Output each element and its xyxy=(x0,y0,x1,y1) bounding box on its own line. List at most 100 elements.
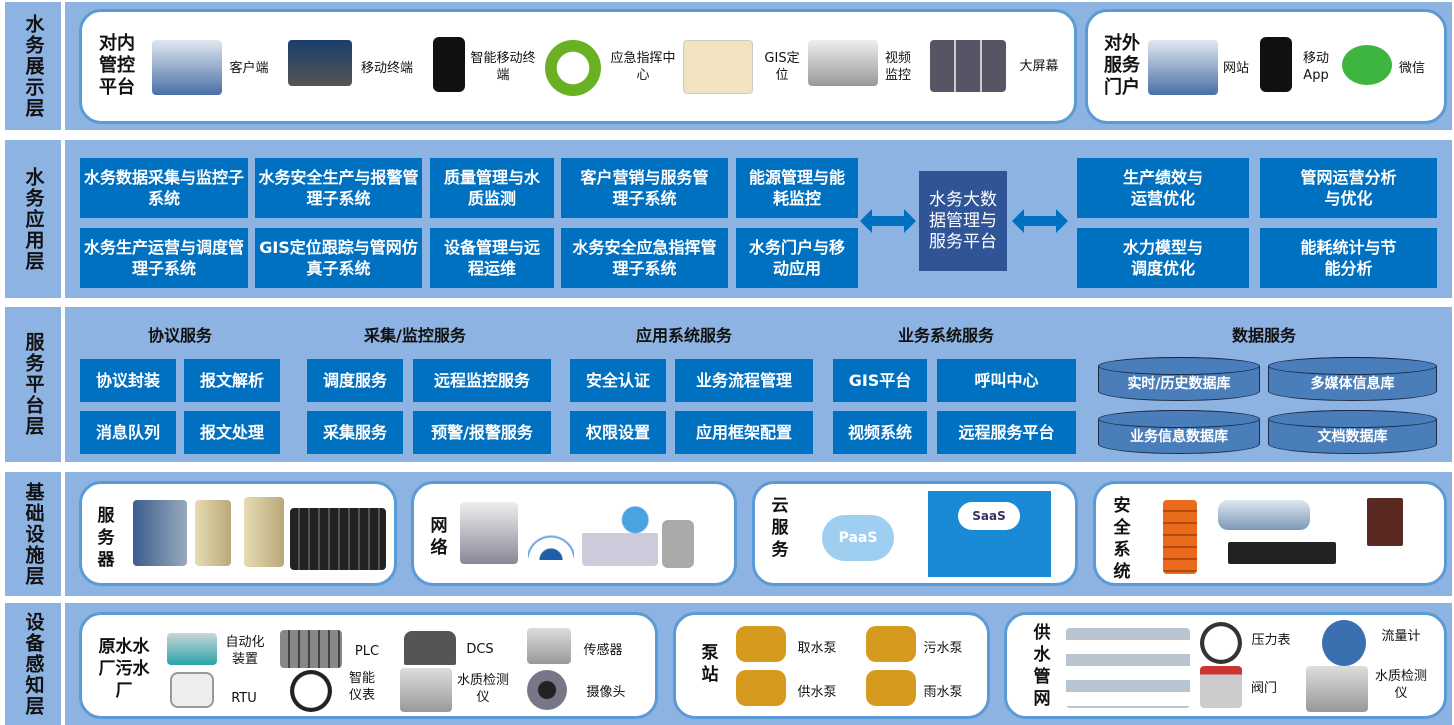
service-message-processing: 报文处理 xyxy=(184,411,280,454)
service-authentication: 安全认证 xyxy=(570,359,666,402)
rain-pump-label: 雨水泵 xyxy=(923,685,963,700)
pipes-icon xyxy=(1066,628,1190,708)
wireless-antenna-icon xyxy=(528,510,574,560)
service-message-queue: 消息队列 xyxy=(80,411,176,454)
internet-globe-icon xyxy=(582,500,658,566)
valve-icon xyxy=(1200,666,1242,708)
sensor-icon xyxy=(527,628,571,664)
server-tower-icon xyxy=(195,500,231,566)
pump-icon xyxy=(736,626,786,662)
pump-station-title: 泵站 xyxy=(701,643,719,685)
app-box-safety-alarm: 水务安全生产与报警管理子系统 xyxy=(255,158,422,218)
service-app-framework: 应用框架配置 xyxy=(675,411,813,454)
service-dispatch: 调度服务 xyxy=(307,359,403,402)
valve-label: 阀门 xyxy=(1250,681,1277,696)
service-gis-platform: GIS平台 xyxy=(833,359,927,402)
app-box-emergency: 水务安全应急指挥管理子系统 xyxy=(561,228,728,288)
app-box-data-collection: 水务数据采集与监控子系统 xyxy=(80,158,248,218)
smartphone-icon xyxy=(433,37,465,92)
video-monitor-label: 视频监控 xyxy=(884,51,911,83)
service-protocol-encapsulation: 协议封装 xyxy=(80,359,176,402)
server-tower-icon xyxy=(244,497,284,567)
security-cabinet-icon xyxy=(1367,498,1403,546)
laptop-icon xyxy=(288,40,352,86)
server-rack-icon xyxy=(133,500,187,566)
layer-label-device: 设备感知层 xyxy=(5,603,61,725)
firewall-icon xyxy=(1163,500,1197,574)
surveillance-camera-icon xyxy=(808,40,878,86)
mobile-app-icon xyxy=(1260,37,1292,92)
mobile-terminal-label: 移动终端 xyxy=(360,61,413,76)
mobile-app-label: 移动App xyxy=(1302,51,1329,83)
service-remote-monitoring: 远程监控服务 xyxy=(413,359,551,402)
database-multimedia: 多媒体信息库 xyxy=(1268,357,1437,401)
app-box-gis-tracking: GIS定位跟踪与管网仿真子系统 xyxy=(255,228,422,288)
plc-icon xyxy=(280,630,342,668)
pressure-gauge-label: 压力表 xyxy=(1251,633,1291,648)
sensor-label: 传感器 xyxy=(583,643,623,658)
water-quality-detector-label: 水质检测仪 xyxy=(456,673,509,705)
smart-meter-label: 智能仪表 xyxy=(348,671,375,703)
external-portal-title: 对外服务门户 xyxy=(1104,33,1140,98)
app-box-hydraulic-model: 水力模型与调度优化 xyxy=(1077,228,1249,288)
smart-mobile-terminal-label: 智能移动终端 xyxy=(470,51,536,83)
website-computer-icon xyxy=(1148,40,1218,95)
big-screen-label: 大屏幕 xyxy=(1019,59,1059,74)
dcs-console-icon xyxy=(404,631,456,665)
layer-label-infrastructure: 基础设施层 xyxy=(5,472,61,596)
data-center-icon xyxy=(290,508,386,570)
service-video-system: 视频系统 xyxy=(833,411,927,454)
wechat-label: 微信 xyxy=(1398,61,1425,76)
pump-icon xyxy=(866,670,916,706)
cloud-service-title: 云服务 xyxy=(771,496,789,560)
network-title: 网络 xyxy=(430,516,448,558)
automation-device-icon xyxy=(167,633,217,665)
water-plant-title: 原水水厂污水厂 xyxy=(98,637,150,701)
security-appliance-icon xyxy=(1228,542,1336,564)
service-collection: 采集服务 xyxy=(307,411,403,454)
collection-service-title: 采集/监控服务 xyxy=(364,326,466,345)
service-message-parsing: 报文解析 xyxy=(184,359,280,402)
supply-pump-label: 供水泵 xyxy=(797,685,837,700)
client-label: 客户端 xyxy=(229,61,269,76)
app-box-quality: 质量管理与水质监测 xyxy=(430,158,554,218)
wechat-icon xyxy=(1342,45,1392,85)
bidirectional-arrow-icon xyxy=(1012,209,1068,233)
server-title: 服务器 xyxy=(97,506,115,570)
database-realtime-history: 实时/历史数据库 xyxy=(1098,357,1260,401)
service-alarm: 预警/报警服务 xyxy=(413,411,551,454)
layer-label-application: 水务应用层 xyxy=(5,140,61,298)
business-service-title: 业务系统服务 xyxy=(898,326,995,345)
app-box-operation-dispatch: 水务生产运营与调度管理子系统 xyxy=(80,228,248,288)
security-system-title: 安全系统 xyxy=(1113,496,1131,582)
app-box-pipe-network: 管网运营分析与优化 xyxy=(1260,158,1437,218)
database-documents: 文档数据库 xyxy=(1268,410,1437,454)
website-label: 网站 xyxy=(1222,61,1249,76)
router-icon xyxy=(1218,500,1310,530)
big-data-platform-box: 水务大数据管理与服务平台 xyxy=(919,171,1007,271)
app-box-energy: 能源管理与能耗监控 xyxy=(736,158,858,218)
emergency-command-label: 应急指挥中心 xyxy=(610,51,676,83)
service-call-center: 呼叫中心 xyxy=(937,359,1076,402)
gauge-icon xyxy=(290,670,332,712)
water-quality-detector-icon xyxy=(1306,666,1368,712)
plc-label: PLC xyxy=(354,644,380,659)
flow-meter-label: 流量计 xyxy=(1381,629,1421,644)
layer-label-display: 水务展示层 xyxy=(5,2,61,130)
sewage-pump-label: 污水泵 xyxy=(923,641,963,656)
rtu-label: RTU xyxy=(231,691,257,706)
layer-label-service: 服务平台层 xyxy=(5,307,61,462)
service-workflow: 业务流程管理 xyxy=(675,359,813,402)
dcs-label: DCS xyxy=(466,642,494,657)
gis-location-label: GIS定位 xyxy=(764,51,800,83)
app-box-portal-mobile: 水务门户与移动应用 xyxy=(736,228,858,288)
pipe-water-quality-label: 水质检测仪 xyxy=(1374,669,1427,701)
app-box-customer: 客户营销与服务管理子系统 xyxy=(561,158,728,218)
camera-label: 摄像头 xyxy=(586,685,626,700)
saas-cloud-icon: SaaS xyxy=(958,502,1020,530)
flow-meter-icon xyxy=(1322,620,1366,666)
paas-cloud-icon: PaaS xyxy=(822,515,894,561)
bidirectional-arrow-icon xyxy=(860,209,916,233)
desktop-computer-icon xyxy=(152,40,222,95)
internal-platform-title: 对内管控平台 xyxy=(99,33,135,98)
